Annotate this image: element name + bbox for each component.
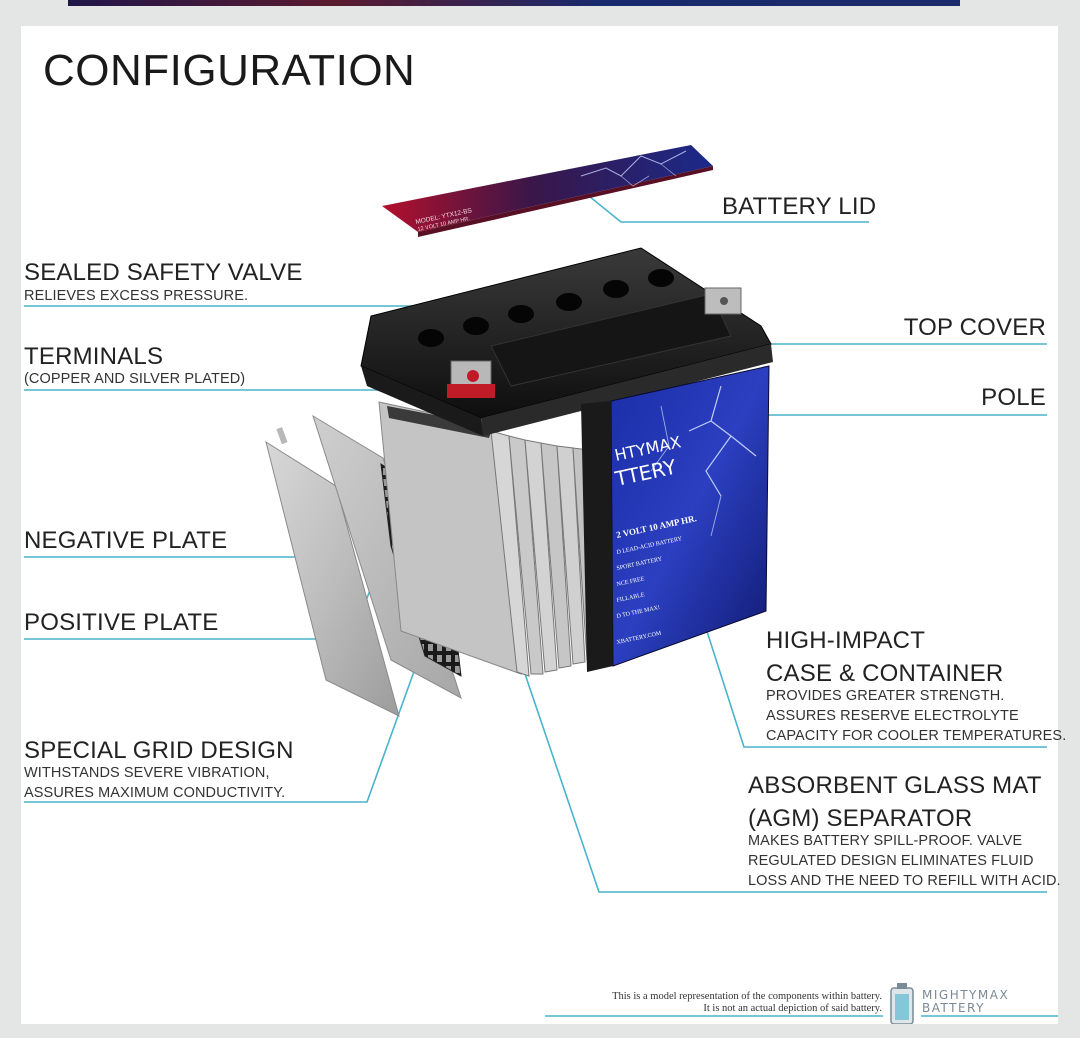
desc-high-impact-line2: ASSURES RESERVE ELECTROLYTE bbox=[766, 708, 1019, 724]
plate-stack-illustration bbox=[378, 401, 614, 677]
label-battery-lid: BATTERY LID bbox=[722, 193, 877, 220]
leader-lines bbox=[24, 191, 1058, 1017]
brand-line1: MIGHTYMAX bbox=[922, 988, 1010, 1002]
battery-exploded-diagram: MODEL: YTX12-BS 12 VOLT 10 AMP HR. bbox=[24, 145, 1058, 1024]
leader-battery-lid bbox=[583, 191, 869, 223]
desc-agm-line2: REGULATED DESIGN ELIMINATES FLUID bbox=[748, 853, 1034, 869]
terminal-illustration bbox=[447, 287, 742, 398]
footnote-line2: It is not an actual depiction of said ba… bbox=[703, 1003, 882, 1014]
label-top-cover: TOP COVER bbox=[903, 314, 1046, 341]
top-image-strip bbox=[0, 0, 1080, 26]
battery-lid-illustration: MODEL: YTX12-BS 12 VOLT 10 AMP HR. bbox=[382, 145, 713, 237]
case-container-illustration: HTYMAX TTERY 2 VOLT 10 AMP HR. D LEAD-AC… bbox=[581, 365, 770, 672]
label-special-grid: SPECIAL GRID DESIGN bbox=[24, 737, 294, 764]
label-positive-plate: POSITIVE PLATE bbox=[24, 609, 219, 636]
desc-special-grid-line2: ASSURES MAXIMUM CONDUCTIVITY. bbox=[24, 785, 286, 801]
label-agm-line2: (AGM) SEPARATOR bbox=[748, 805, 973, 832]
label-negative-plate: NEGATIVE PLATE bbox=[24, 527, 228, 554]
case-line-d: FILLABLE bbox=[616, 592, 645, 604]
desc-terminals: (COPPER AND SILVER PLATED) bbox=[24, 371, 246, 387]
leader-agm bbox=[505, 617, 1047, 893]
previous-image-edge bbox=[68, 0, 960, 6]
case-line-c: NCE FREE bbox=[616, 576, 645, 588]
label-pole: POLE bbox=[981, 384, 1046, 411]
desc-sealed-safety-valve: RELIEVES EXCESS PRESSURE. bbox=[24, 288, 249, 304]
label-sealed-safety-valve: SEALED SAFETY VALVE bbox=[24, 259, 303, 286]
desc-agm-line1: MAKES BATTERY SPILL-PROOF. VALVE bbox=[748, 833, 1023, 849]
desc-agm-line3: LOSS AND THE NEED TO REFILL WITH ACID. bbox=[748, 873, 1061, 889]
diagram-panel: CONFIGURATION bbox=[21, 26, 1066, 1024]
desc-high-impact-line3: CAPACITY FOR COOLER TEMPERATURES. bbox=[766, 728, 1067, 744]
brand-line2: BATTERY bbox=[922, 1000, 985, 1015]
label-agm-line1: ABSORBENT GLASS MAT bbox=[748, 772, 1042, 799]
page-title: CONFIGURATION bbox=[43, 46, 416, 95]
label-terminals: TERMINALS bbox=[24, 343, 164, 370]
footnote-line1: This is a model representation of the co… bbox=[612, 991, 882, 1002]
desc-high-impact-line1: PROVIDES GREATER STRENGTH. bbox=[766, 688, 1005, 704]
label-high-impact-line2: CASE & CONTAINER bbox=[766, 660, 1004, 687]
brand-battery-icon bbox=[890, 983, 914, 1024]
negative-plate-illustration bbox=[265, 427, 400, 717]
leader-high-impact bbox=[703, 621, 1047, 748]
label-high-impact-line1: HIGH-IMPACT bbox=[766, 627, 926, 654]
brand-logo-text: MIGHTYMAX BATTERY bbox=[922, 989, 1009, 1014]
desc-special-grid-line1: WITHSTANDS SEVERE VIBRATION, bbox=[24, 765, 270, 781]
